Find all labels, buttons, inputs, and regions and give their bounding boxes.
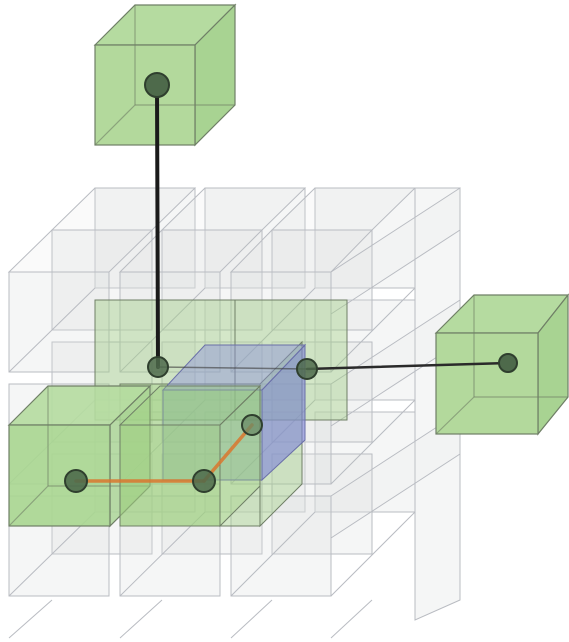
external-cube-right xyxy=(434,293,569,436)
link-top-to-center xyxy=(155,83,160,369)
node-center-back xyxy=(241,414,263,436)
link-center-to-right xyxy=(305,361,510,371)
node-center-upper-right xyxy=(296,358,318,380)
node-right-external xyxy=(498,353,518,373)
external-cube-top xyxy=(93,3,237,147)
link-front-to-back xyxy=(202,423,254,483)
nodes xyxy=(64,72,518,493)
node-left-front-external xyxy=(64,469,88,493)
node-center-upper-left xyxy=(147,356,169,378)
front-neighbor-cube xyxy=(118,384,262,528)
background-cube-grid xyxy=(7,187,461,639)
links xyxy=(74,83,510,483)
link-center-pair xyxy=(157,366,308,370)
node-front-lower xyxy=(192,469,216,493)
node-top-external xyxy=(144,72,170,98)
